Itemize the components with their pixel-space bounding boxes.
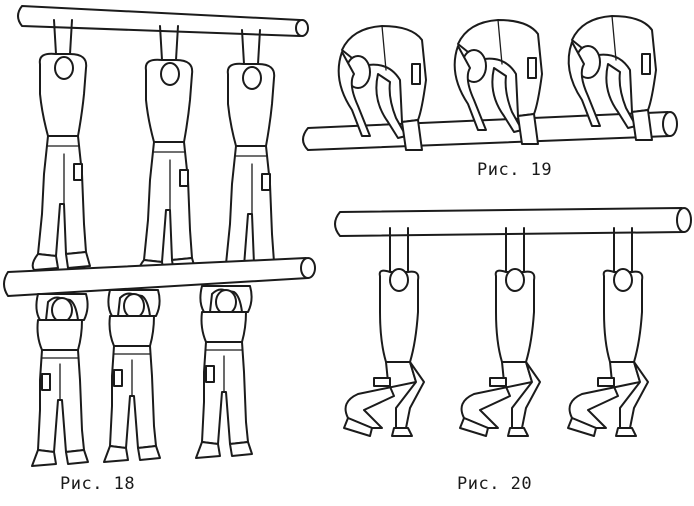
figure-19-group xyxy=(302,15,678,151)
caption-figure-19: Рис. 19 xyxy=(477,160,553,180)
squatting-figure-3 xyxy=(567,227,649,437)
figure-18-hanging-group xyxy=(17,5,309,281)
holding-figure-1 xyxy=(31,293,89,467)
squatting-figure-2 xyxy=(459,227,541,437)
holding-figure-2 xyxy=(103,289,161,463)
hanging-figure-2 xyxy=(137,25,197,277)
hanging-figure-1 xyxy=(31,19,91,271)
holding-figure-3 xyxy=(195,285,253,459)
caption-figure-18: Рис. 18 xyxy=(60,474,136,494)
log-overhead xyxy=(334,207,690,237)
squatting-figure-1 xyxy=(343,227,425,437)
caption-figure-20: Рис. 20 xyxy=(457,474,533,494)
log-top-left xyxy=(17,5,307,37)
hanging-figure-3 xyxy=(219,29,279,281)
figure-18-holding-group xyxy=(3,257,316,467)
figure-20-group xyxy=(334,207,692,437)
